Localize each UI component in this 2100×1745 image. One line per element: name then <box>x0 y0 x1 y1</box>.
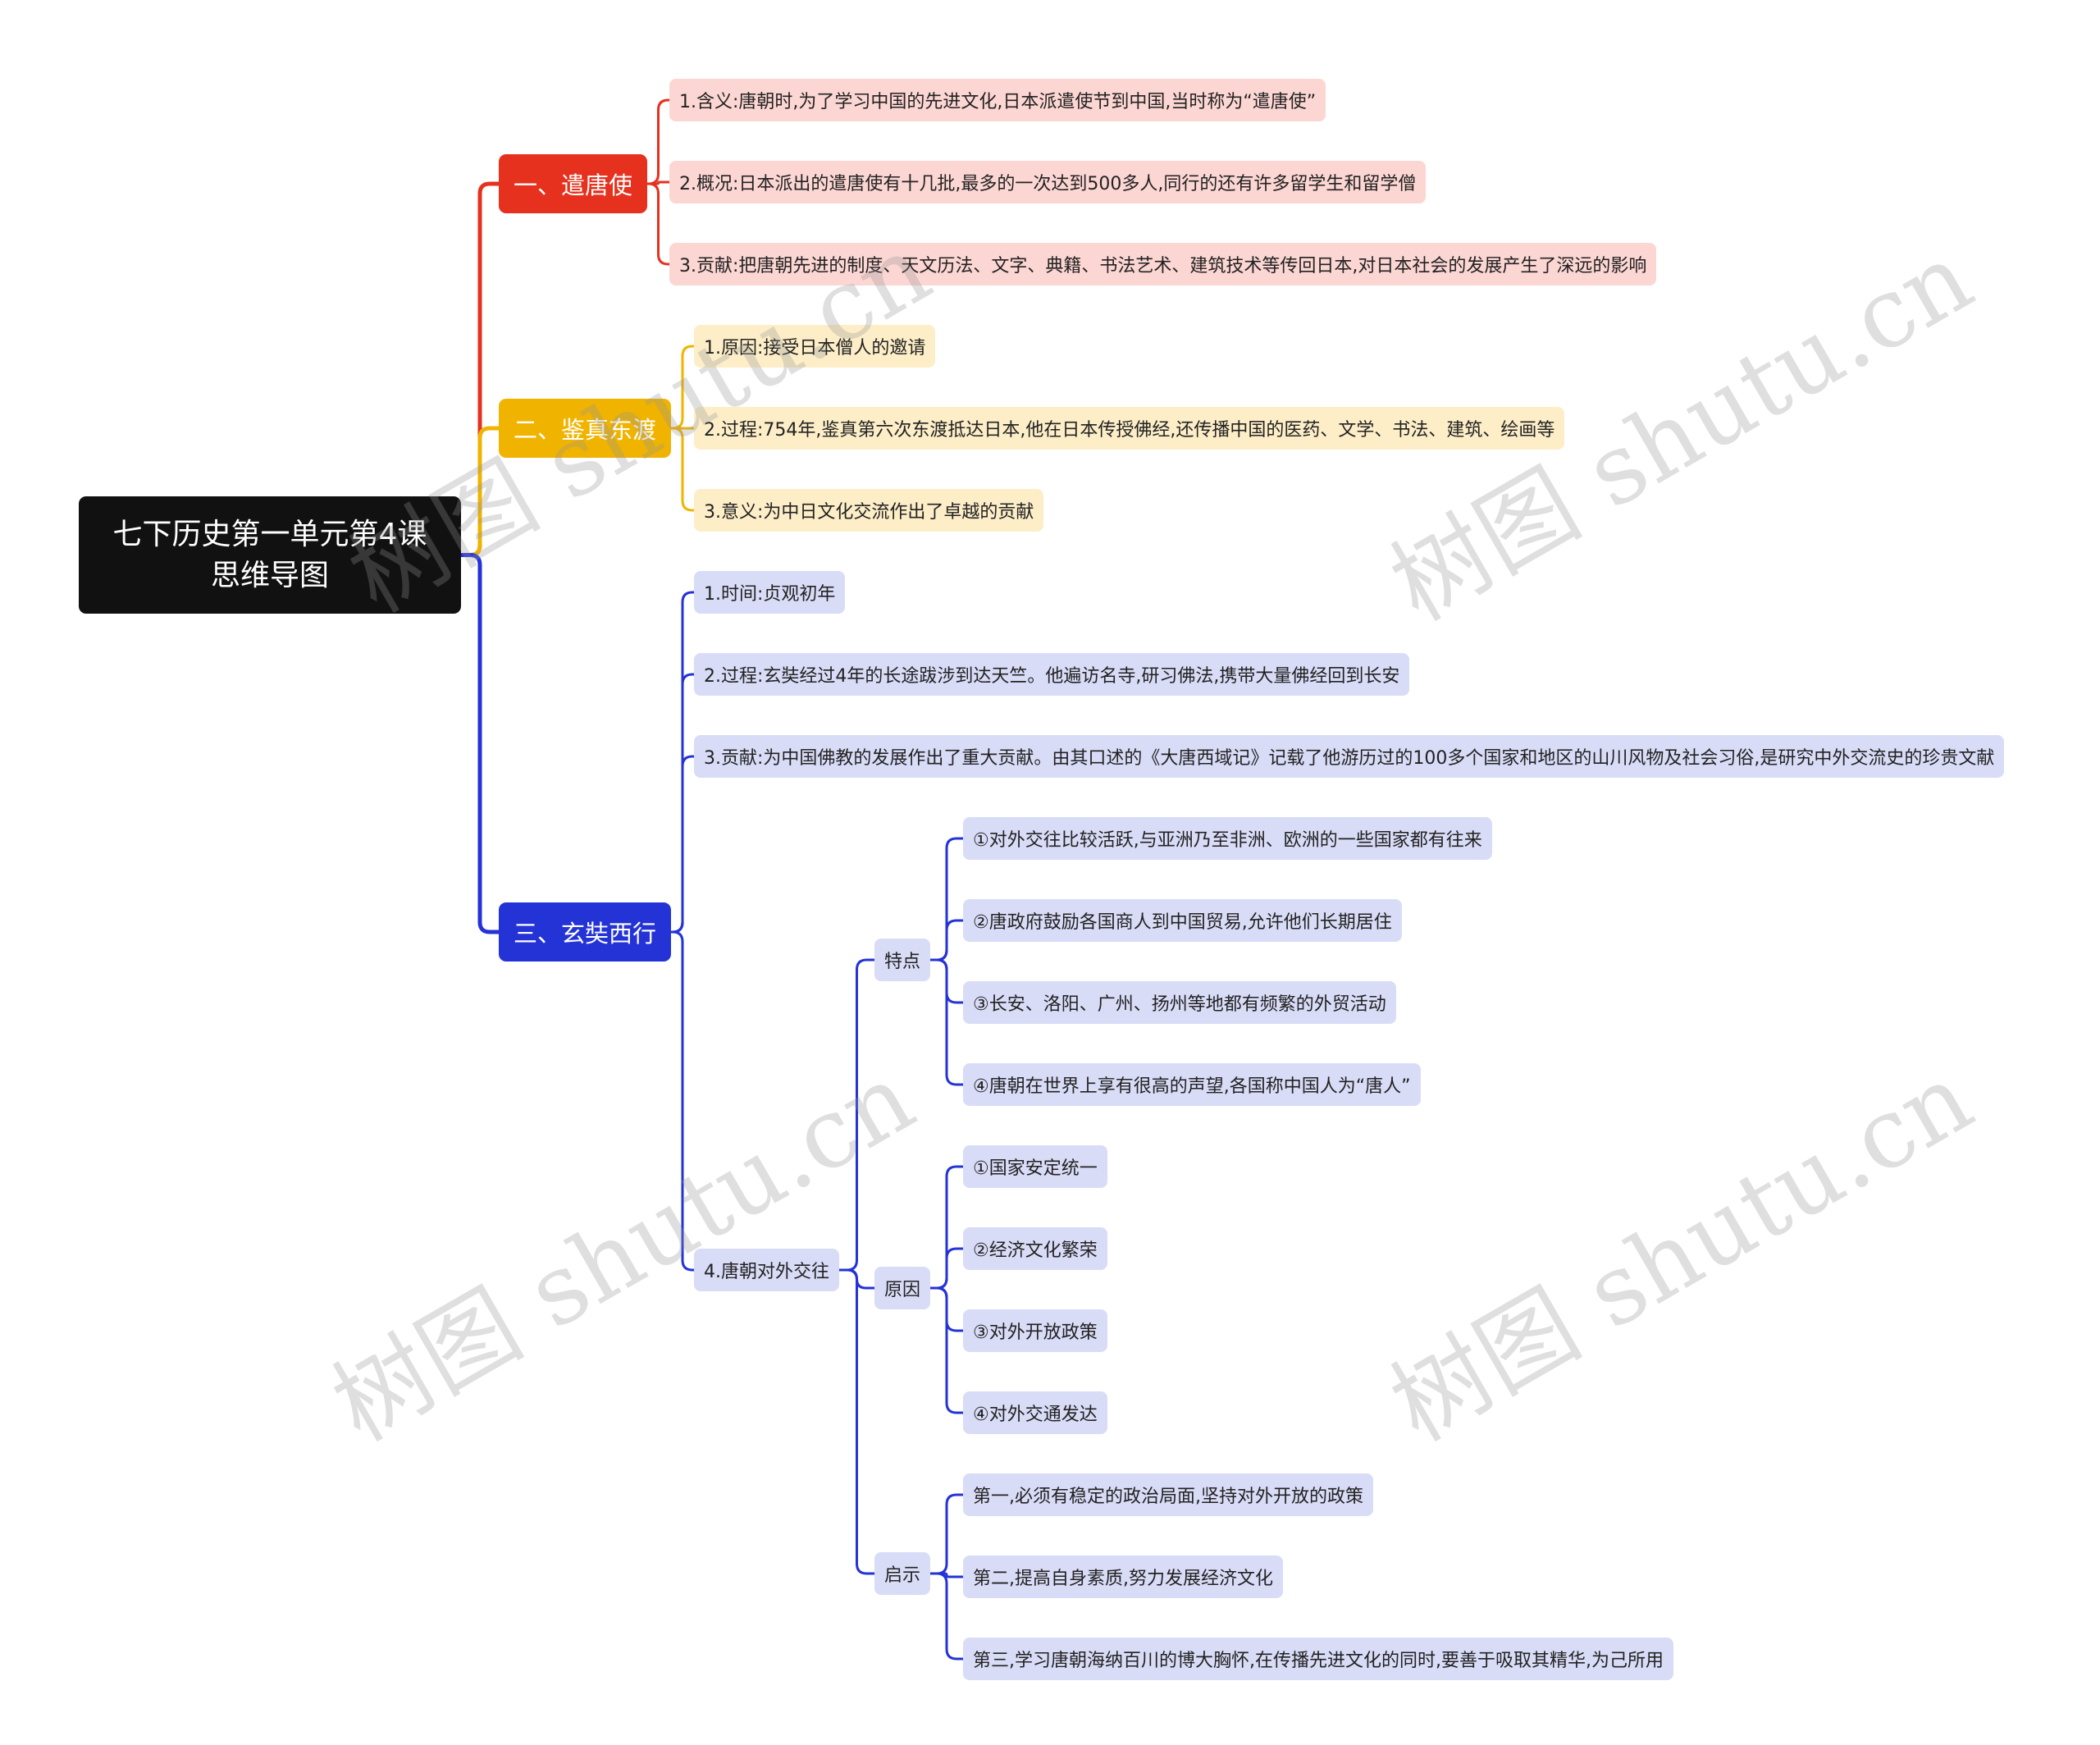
sub-lessons[interactable]: 启示 <box>874 1552 931 1595</box>
lesson-item-1[interactable]: 第一,必须有稳定的政治局面,坚持对外开放的政策 <box>963 1473 1373 1516</box>
root-title-line1: 七下历史第一单元第4课 <box>112 517 427 551</box>
feature-item-3[interactable]: ③长安、洛阳、广州、扬州等地都有频繁的外贸活动 <box>963 981 1396 1024</box>
connector-leaf-tang-foreign-relations-to-sub-features <box>838 958 876 1272</box>
connector-branch-xuanzang-to-leaf-xuanzang-contribution <box>669 755 696 934</box>
leaf-qiantangshi-meaning[interactable]: 1.含义:唐朝时,为了学习中国的先进文化,日本派遣使节到中国,当时称为“遣唐使” <box>669 79 1326 121</box>
connector-leaf-tang-foreign-relations-to-sub-lessons <box>838 1268 876 1575</box>
connector-sub-reasons-to-reason-item-4 <box>929 1286 965 1414</box>
connector-sub-features-to-feature-item-4 <box>929 958 965 1086</box>
root-title-line2: 思维导图 <box>210 558 329 592</box>
leaf-xuanzang-time[interactable]: 1.时间:贞观初年 <box>694 571 846 614</box>
connector-sub-lessons-to-lesson-item-1 <box>929 1493 965 1575</box>
connector-root-node-to-branch-jianzhen <box>459 426 501 557</box>
leaf-xuanzang-contribution[interactable]: 3.贡献:为中国佛教的发展作出了重大贡献。由其口述的《大唐西域记》记载了他游历过… <box>694 735 2005 778</box>
connector-sub-reasons-to-reason-item-2 <box>929 1247 965 1290</box>
lesson-item-3[interactable]: 第三,学习唐朝海纳百川的博大胸怀,在传播先进文化的同时,要善于吸取其精华,为己所… <box>963 1638 1673 1680</box>
lesson-item-2[interactable]: 第二,提高自身素质,努力发展经济文化 <box>963 1555 1283 1598</box>
leaf-jianzhen-reason[interactable]: 1.原因:接受日本僧人的邀请 <box>694 325 936 368</box>
connector-sub-lessons-to-lesson-item-3 <box>929 1572 965 1660</box>
sub-features[interactable]: 特点 <box>874 939 931 981</box>
connector-root-node-to-branch-xuanzang <box>459 553 501 934</box>
connector-branch-jianzhen-to-leaf-jianzhen-significance <box>669 427 696 512</box>
leaf-xuanzang-process[interactable]: 2.过程:玄奘经过4年的长途跋涉到达天竺。他遍访名寺,研习佛法,携带大量佛经回到… <box>694 653 1410 696</box>
connector-sub-lessons-to-lesson-item-2 <box>929 1572 965 1578</box>
feature-item-4[interactable]: ④唐朝在世界上享有很高的声望,各国称中国人为“唐人” <box>963 1063 1421 1106</box>
feature-item-1[interactable]: ①对外交往比较活跃,与亚洲乃至非洲、欧洲的一些国家都有往来 <box>963 817 1492 860</box>
connector-branch-jianzhen-to-leaf-jianzhen-reason <box>669 345 696 430</box>
branch-jianzhen[interactable]: 二、鉴真东渡 <box>499 399 672 458</box>
leaf-jianzhen-process[interactable]: 2.过程:754年,鉴真第六次东渡抵达日本,他在日本传授佛经,还传播中国的医药、… <box>694 407 1565 450</box>
reason-item-3[interactable]: ③对外开放政策 <box>963 1309 1107 1352</box>
feature-item-2[interactable]: ②唐政府鼓励各国商人到中国贸易,允许他们长期居住 <box>963 899 1402 942</box>
connector-branch-qiantangshi-to-leaf-qiantangshi-contribution <box>646 182 671 266</box>
leaf-jianzhen-significance[interactable]: 3.意义:为中日文化交流作出了卓越的贡献 <box>694 489 1044 532</box>
reason-item-1[interactable]: ①国家安定统一 <box>963 1145 1107 1188</box>
connector-branch-qiantangshi-to-leaf-qiantangshi-meaning <box>646 98 671 185</box>
connector-sub-features-to-feature-item-2 <box>929 919 965 962</box>
reason-item-4[interactable]: ④对外交通发达 <box>963 1391 1107 1434</box>
connector-branch-qiantangshi-to-leaf-qiantangshi-overview <box>646 180 671 185</box>
branch-qiantangshi[interactable]: 一、遣唐使 <box>499 154 648 213</box>
root-node[interactable]: 七下历史第一单元第4课 思维导图 <box>79 496 461 614</box>
reason-item-2[interactable]: ②经济文化繁荣 <box>963 1227 1107 1270</box>
branch-xuanzang[interactable]: 三、玄奘西行 <box>499 902 672 962</box>
leaf-qiantangshi-overview[interactable]: 2.概况:日本派出的遣唐使有十几批,最多的一次达到500多人,同行的还有许多留学… <box>669 161 1427 203</box>
leaf-qiantangshi-contribution[interactable]: 3.贡献:把唐朝先进的制度、天文历法、文字、典籍、书法艺术、建筑技术等传回日本,… <box>669 243 1657 286</box>
connector-branch-xuanzang-to-leaf-tang-foreign-relations <box>669 930 696 1272</box>
leaf-tang-foreign-relations[interactable]: 4.唐朝对外交往 <box>694 1249 839 1291</box>
sub-reasons[interactable]: 原因 <box>874 1267 931 1309</box>
